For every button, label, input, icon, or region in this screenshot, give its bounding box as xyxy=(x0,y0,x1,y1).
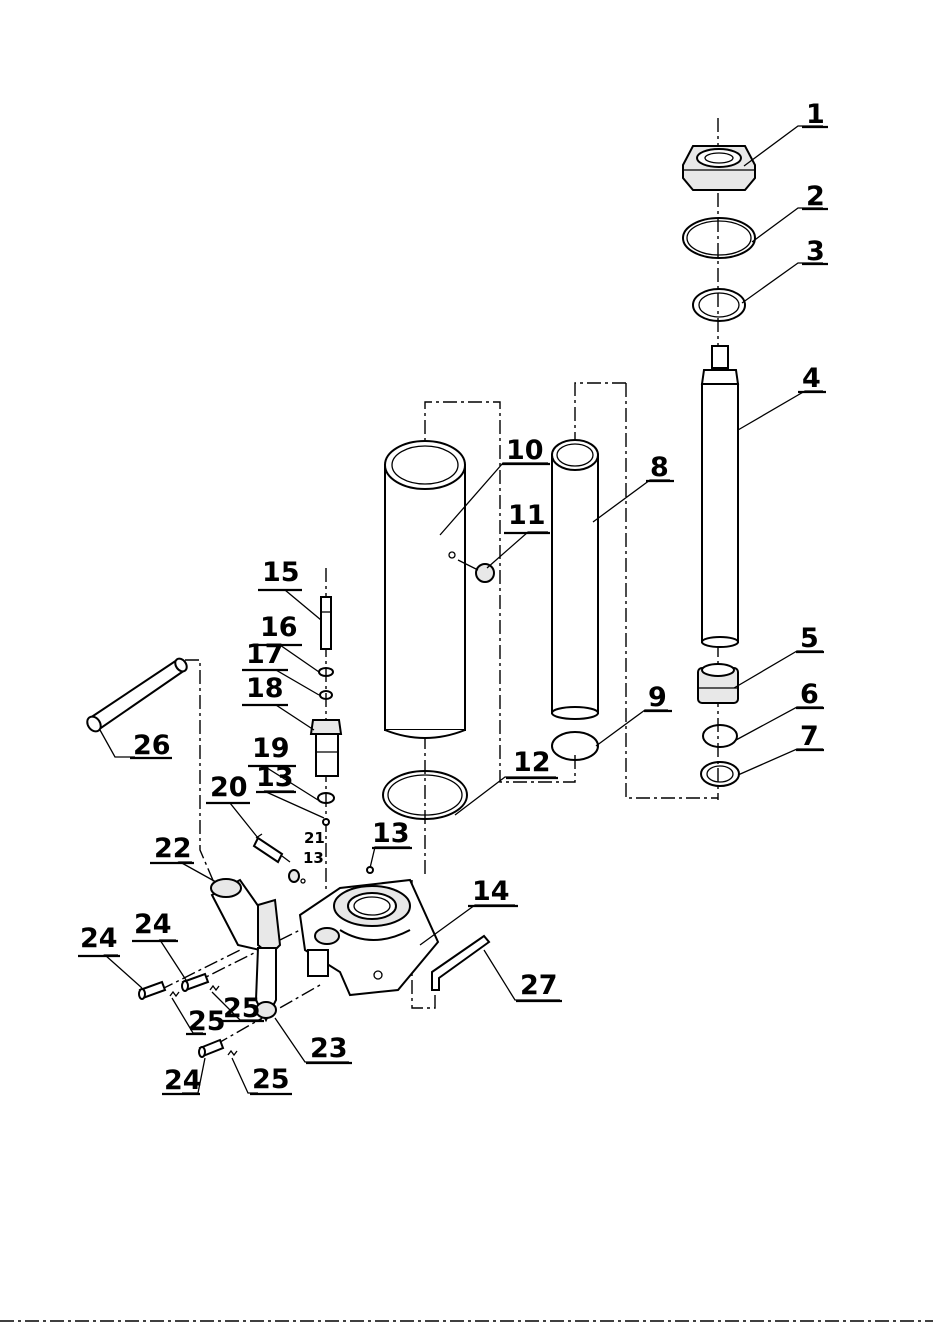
label-5: 5 xyxy=(800,623,819,654)
label-25-a: 25 xyxy=(188,1006,226,1037)
label-26: 26 xyxy=(133,730,171,761)
part-6-ring xyxy=(703,725,737,747)
label-2: 2 xyxy=(806,181,825,212)
label-25-b: 25 xyxy=(223,993,261,1024)
label-13-base: 13 xyxy=(372,818,410,849)
part-25-clip-c xyxy=(228,1051,237,1055)
part-24-pin-c xyxy=(199,1040,223,1057)
part-25-clip-a xyxy=(170,992,179,996)
part-1-top-nut xyxy=(683,146,755,190)
label-11: 11 xyxy=(508,500,546,531)
label-27: 27 xyxy=(520,970,558,1001)
part-14-base xyxy=(300,880,438,995)
label-10: 10 xyxy=(506,435,544,466)
part-27-release-rod xyxy=(432,936,489,990)
part-18-pump-cylinder xyxy=(311,720,341,776)
label-24-b: 24 xyxy=(134,909,172,940)
part-21-spring-ball xyxy=(289,870,305,883)
part-19-ball xyxy=(323,819,329,825)
label-22: 22 xyxy=(154,833,192,864)
part-24-pin-a xyxy=(139,982,165,999)
label-1: 1 xyxy=(806,99,825,130)
part-4-piston-rod xyxy=(702,346,738,647)
part-26-handle xyxy=(84,656,189,734)
label-8: 8 xyxy=(650,452,669,483)
label-12: 12 xyxy=(513,747,551,778)
label-18: 18 xyxy=(246,673,284,704)
label-24-a: 24 xyxy=(80,923,118,954)
part-20-release-valve xyxy=(254,834,290,862)
label-17: 17 xyxy=(246,639,284,670)
label-20: 20 xyxy=(210,772,248,803)
label-13-small: 13 xyxy=(303,849,324,867)
label-24-c: 24 xyxy=(164,1065,202,1096)
part-2-seal-ring xyxy=(683,218,755,258)
part-10-reservoir-cylinder xyxy=(385,441,465,738)
label-21: 21 xyxy=(304,829,325,847)
label-4: 4 xyxy=(802,363,821,394)
label-15: 15 xyxy=(262,557,300,588)
label-25-c: 25 xyxy=(252,1064,290,1095)
part-25-clip-b xyxy=(210,986,219,990)
part-22-handle-socket xyxy=(211,879,280,955)
label-23: 23 xyxy=(310,1033,348,1064)
part-3-ring xyxy=(693,289,745,321)
label-14: 14 xyxy=(472,876,510,907)
label-19: 19 xyxy=(252,733,290,764)
part-7-ring xyxy=(701,762,739,786)
label-3: 3 xyxy=(806,236,825,267)
part-15-pump-plunger xyxy=(321,597,331,649)
label-9: 9 xyxy=(648,682,667,713)
label-6: 6 xyxy=(800,679,819,710)
part-8-inner-cylinder xyxy=(552,440,598,719)
part-5-piston xyxy=(698,664,738,703)
label-7: 7 xyxy=(800,721,819,752)
